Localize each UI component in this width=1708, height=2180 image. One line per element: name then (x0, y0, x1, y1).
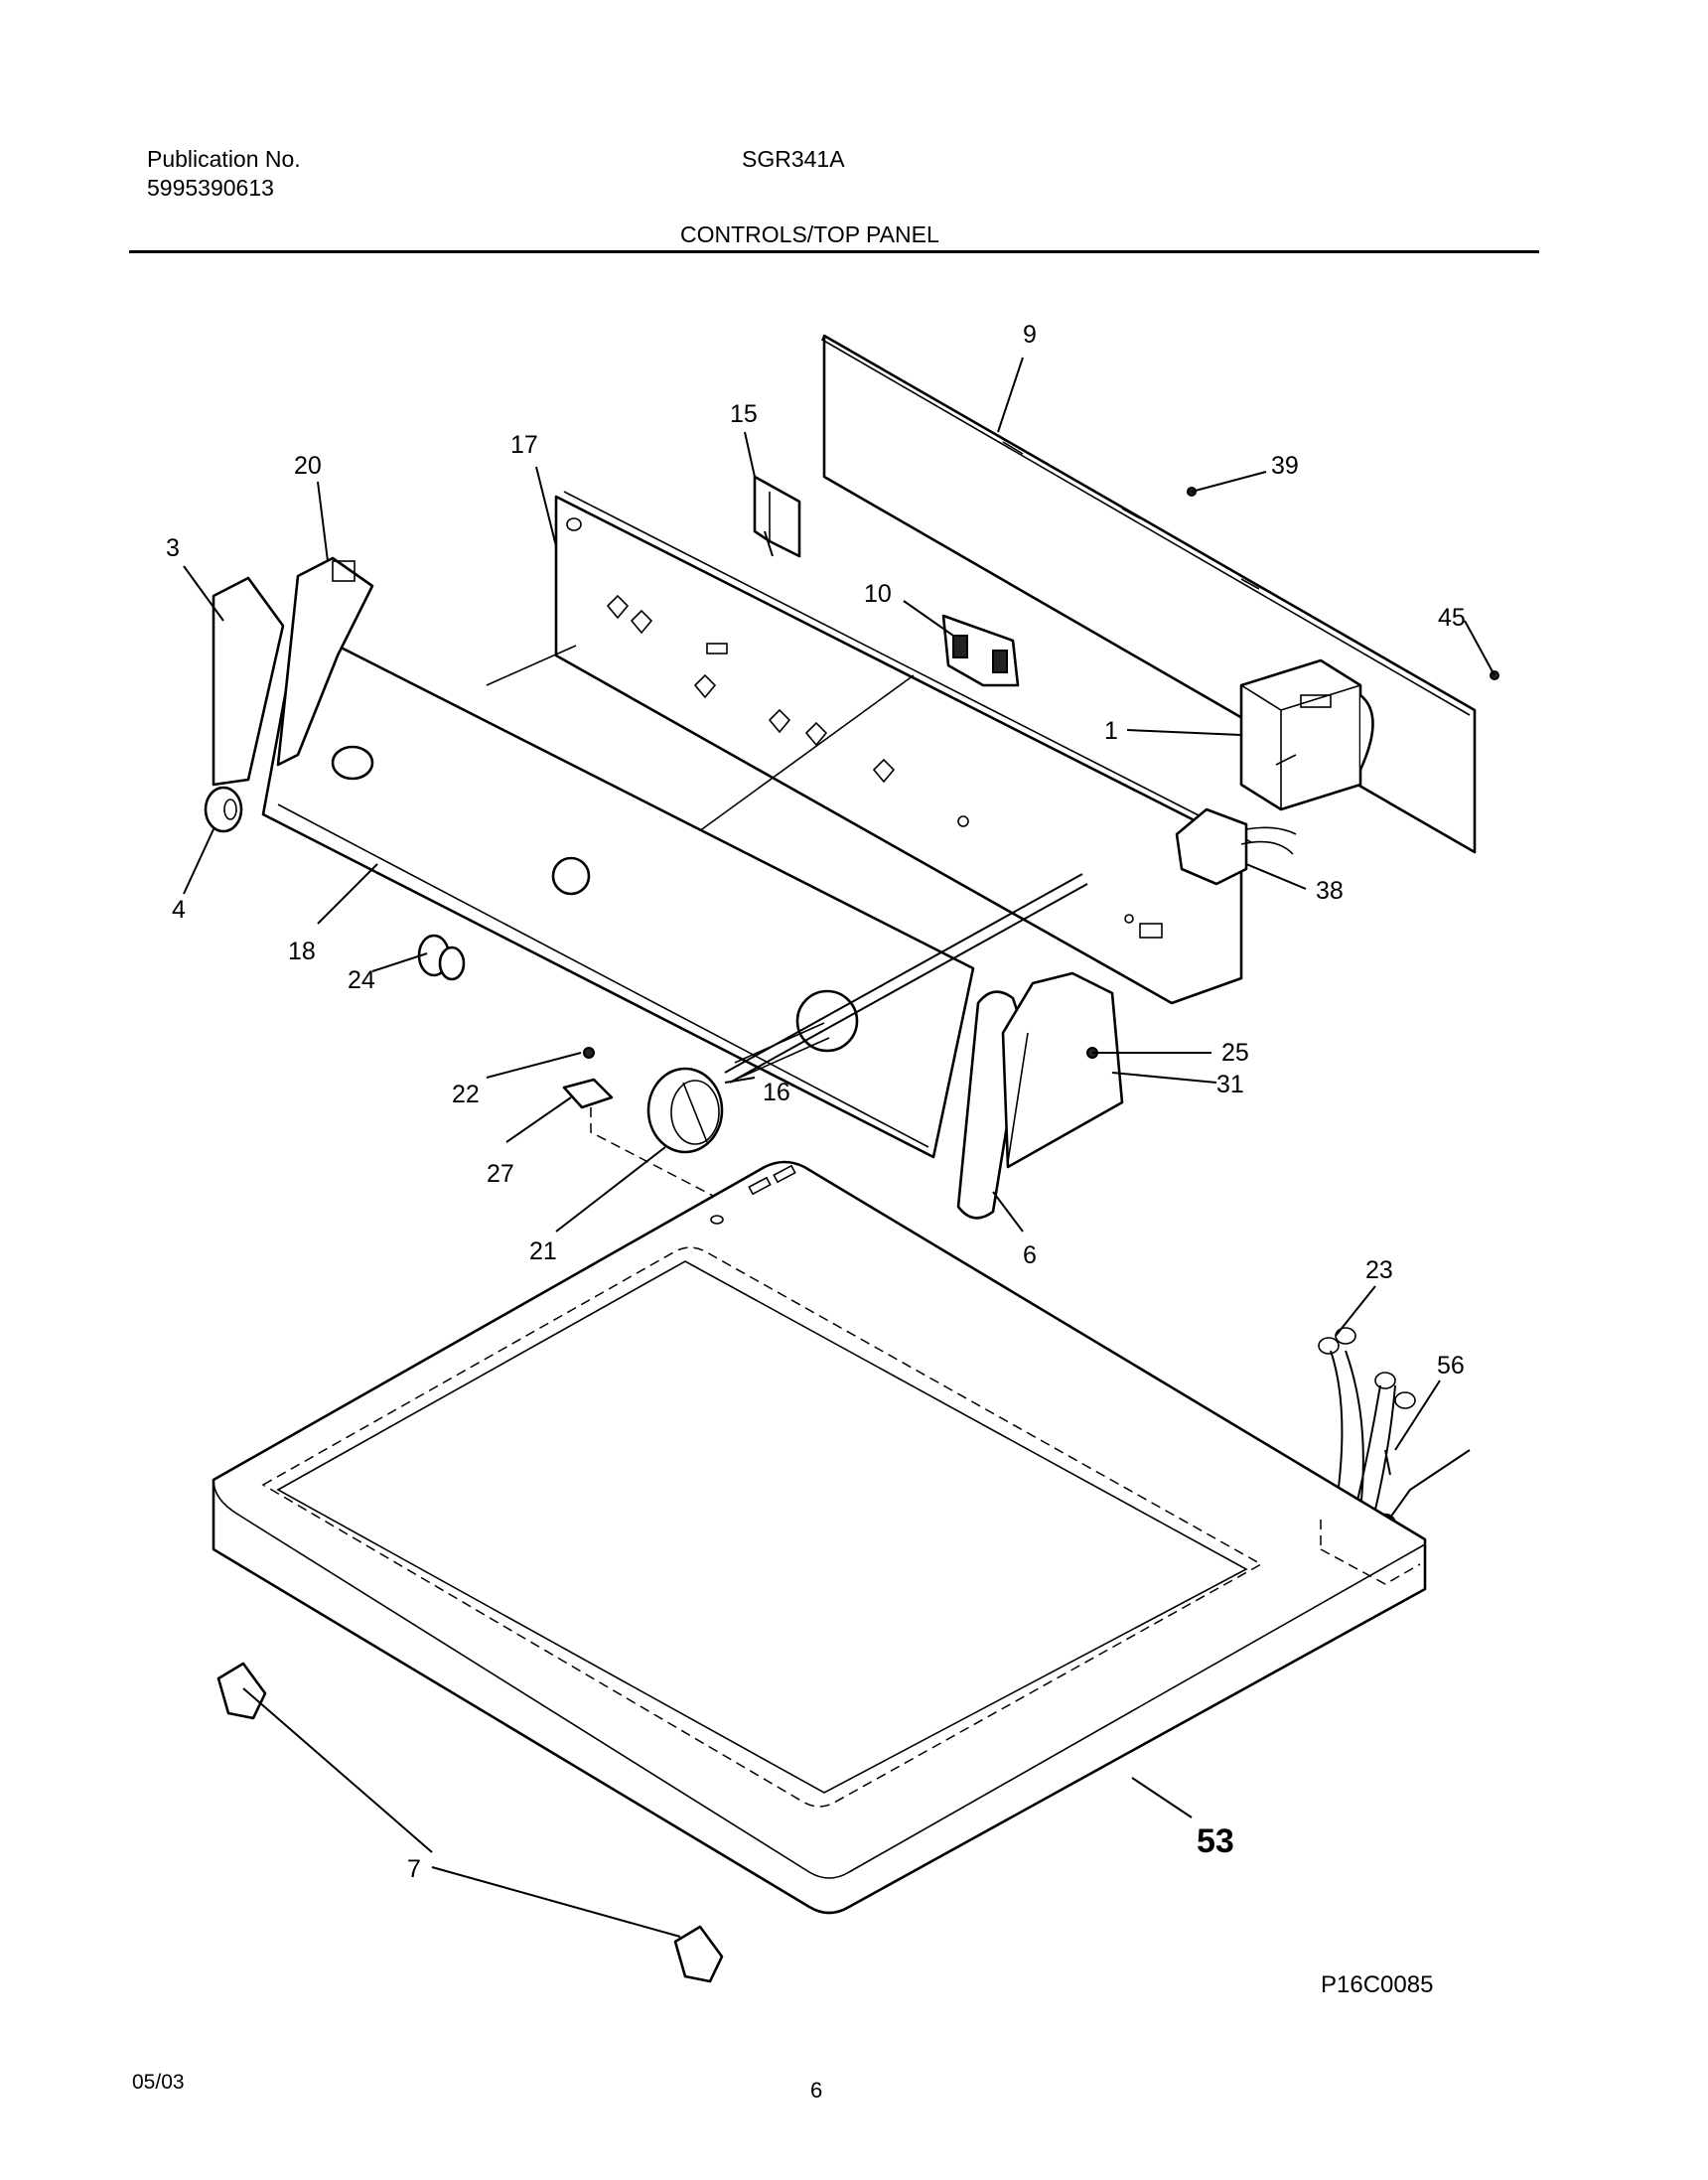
control-frame-part (486, 491, 1252, 1005)
publication-label: Publication No. (147, 146, 301, 172)
switch-part (941, 614, 1020, 687)
footer-date: 05/03 (132, 2071, 185, 2094)
callout-21: 21 (529, 1237, 557, 1265)
callout-20: 20 (294, 452, 322, 480)
callout-56: 56 (1437, 1352, 1465, 1380)
callout-53: 53 (1197, 1822, 1234, 1860)
switch-cutouts (606, 594, 1163, 939)
callout-3: 3 (166, 534, 180, 562)
shaft-part (724, 873, 1088, 1084)
foot-part (216, 1662, 724, 1983)
leader-lines (183, 357, 1495, 1938)
callout-7: 7 (407, 1855, 421, 1883)
cycle-selector-part (753, 475, 801, 558)
callout-27: 27 (487, 1160, 514, 1188)
callout-17: 17 (510, 431, 538, 459)
callout-38: 38 (1316, 877, 1344, 905)
callout-24: 24 (348, 966, 375, 994)
screw-22 (583, 1047, 595, 1059)
callout-15: 15 (730, 400, 758, 428)
callout-22: 22 (452, 1081, 480, 1108)
right-end-cap-part (956, 971, 1124, 1220)
clip-27 (562, 1078, 614, 1109)
callout-10: 10 (864, 580, 892, 608)
publication-number: 5995390613 (147, 175, 274, 201)
knob-part (204, 786, 243, 833)
left-end-cap-part (212, 556, 374, 787)
callout-25: 25 (1221, 1039, 1249, 1067)
timer-part (1239, 658, 1374, 811)
section-title: CONTROLS/TOP PANEL (680, 221, 939, 247)
callout-16: 16 (763, 1079, 790, 1106)
callout-1: 1 (1104, 717, 1118, 745)
bracket-part (1175, 807, 1297, 886)
callout-18: 18 (288, 938, 316, 965)
callout-6: 6 (1023, 1241, 1037, 1269)
bushing-part (417, 934, 466, 981)
top-panel-part (212, 1160, 1427, 1915)
callout-23: 23 (1365, 1256, 1393, 1284)
page-number: 6 (810, 2078, 823, 2103)
callout-31: 31 (1216, 1071, 1244, 1098)
model-number: SGR341A (742, 146, 845, 172)
callout-labels: 9 39 45 1 38 25 31 6 10 15 17 20 3 4 18 … (166, 321, 1466, 1883)
callout-4: 4 (172, 896, 186, 924)
callout-9: 9 (1023, 321, 1037, 349)
timer-knob-part (646, 1067, 724, 1154)
callout-45: 45 (1438, 604, 1466, 632)
title-rule (129, 250, 1539, 253)
drawing-code: P16C0085 (1321, 1971, 1434, 1998)
callout-39: 39 (1271, 452, 1299, 480)
